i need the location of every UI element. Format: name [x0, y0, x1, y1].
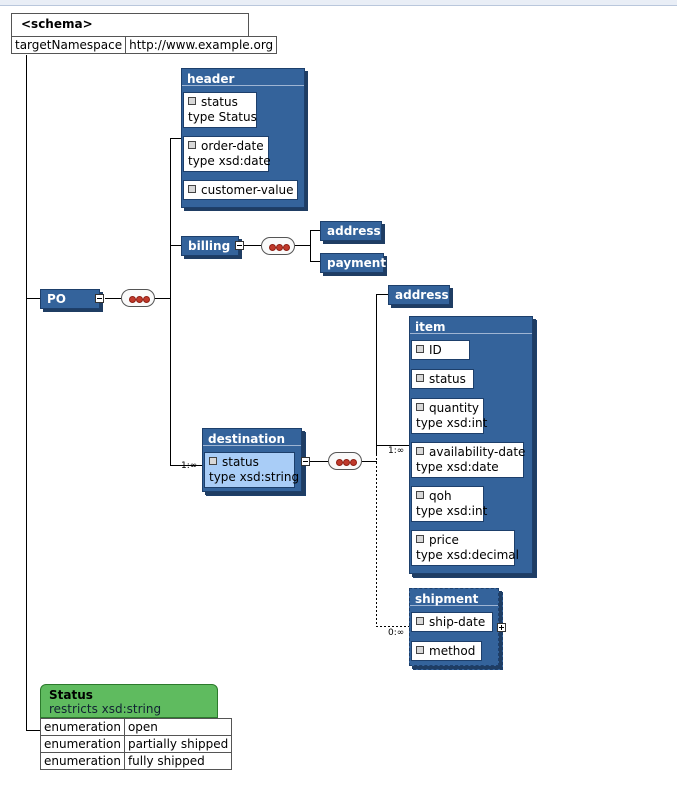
- destination-collapse-toggle[interactable]: [301, 457, 310, 466]
- element-billing-payment[interactable]: payment: [320, 253, 387, 273]
- item-field-qoh-name: qoh: [429, 489, 452, 503]
- po-collapse-toggle[interactable]: [95, 294, 104, 303]
- header-field-order-date-name: order-date: [201, 139, 264, 153]
- attribute-bullet-icon: [416, 646, 424, 654]
- header-field-order-date[interactable]: order-date type xsd:date: [183, 136, 271, 172]
- attribute-bullet-icon: [416, 345, 424, 353]
- enumeration-row: enumeration partially shipped: [40, 735, 233, 753]
- element-header-label: header: [182, 69, 304, 86]
- element-destination-address-label: address: [395, 288, 449, 302]
- item-field-quantity-name: quantity: [429, 401, 480, 415]
- header-field-customer-value-name: customer-value: [201, 183, 294, 197]
- enumeration-value: partially shipped: [123, 735, 233, 753]
- shipment-field-method-name: method: [429, 644, 476, 658]
- billing-sequence-compositor[interactable]: [261, 237, 295, 255]
- shipment-field-ship-date[interactable]: ship-date: [411, 612, 493, 632]
- shipment-field-ship-date-name: ship-date: [429, 615, 486, 629]
- schema-attr-value: http://www.example.org: [125, 36, 278, 54]
- element-billing-payment-label: payment: [327, 256, 387, 270]
- attribute-bullet-icon: [188, 185, 196, 193]
- enumeration-value: open: [123, 718, 233, 736]
- item-field-quantity-type: type xsd:int: [416, 416, 488, 430]
- attribute-bullet-icon: [188, 97, 196, 105]
- item-field-availability-date-type: type xsd:date: [416, 460, 499, 474]
- enumeration-value: fully shipped: [123, 752, 233, 770]
- attribute-bullet-icon: [416, 403, 424, 411]
- header-field-status[interactable]: status type Status: [183, 92, 257, 128]
- header-field-status-name: status: [201, 95, 238, 109]
- shipment-field-method[interactable]: method: [411, 641, 482, 661]
- item-field-availability-date-name: availability-date: [429, 445, 526, 459]
- destination-cardinality: 1:∞: [181, 461, 198, 471]
- enumeration-kind: enumeration: [40, 752, 125, 770]
- simple-type-status-title: Status: [49, 688, 93, 702]
- element-destination-address[interactable]: address: [388, 285, 450, 305]
- enumeration-kind: enumeration: [40, 735, 125, 753]
- enumeration-row: enumeration fully shipped: [40, 752, 233, 770]
- status-enumeration-table: enumeration open enumeration partially s…: [40, 718, 233, 770]
- enumeration-row: enumeration open: [40, 718, 233, 736]
- schema-attributes-table: targetNamespace http://www.example.org: [10, 36, 278, 54]
- element-destination-label: destination: [203, 429, 301, 446]
- item-field-availability-date[interactable]: availability-date type xsd:date: [411, 442, 526, 478]
- element-billing[interactable]: billing: [181, 236, 239, 256]
- header-field-order-date-type: type xsd:date: [188, 154, 271, 168]
- item-field-id-name: ID: [429, 343, 442, 357]
- destination-field-status-name: status: [222, 455, 259, 469]
- item-field-qoh[interactable]: qoh type xsd:int: [411, 486, 488, 522]
- element-po-label: PO: [47, 292, 66, 306]
- attribute-bullet-icon: [188, 141, 196, 149]
- simple-type-status-restricts: restricts xsd:string: [49, 702, 162, 716]
- ship-date-expand-toggle[interactable]: [497, 623, 506, 632]
- destination-field-status[interactable]: status type xsd:string: [204, 452, 299, 488]
- item-field-price-name: price: [429, 533, 459, 547]
- destination-sequence-compositor[interactable]: [328, 452, 362, 470]
- billing-collapse-toggle[interactable]: [235, 241, 244, 250]
- attribute-bullet-icon: [209, 457, 217, 465]
- enumeration-kind: enumeration: [40, 718, 125, 736]
- header-field-status-type: type Status: [188, 110, 257, 124]
- element-billing-label: billing: [188, 239, 231, 253]
- element-billing-address[interactable]: address: [320, 221, 382, 241]
- item-field-status[interactable]: status: [411, 369, 474, 389]
- shipment-cardinality: 0:∞: [388, 628, 405, 638]
- item-field-price[interactable]: price type xsd:decimal: [411, 530, 519, 566]
- schema-attr-name: targetNamespace: [10, 36, 127, 54]
- attribute-bullet-icon: [416, 447, 424, 455]
- attribute-bullet-icon: [416, 535, 424, 543]
- item-field-status-name: status: [429, 372, 466, 386]
- element-item-label: item: [410, 317, 532, 334]
- attribute-bullet-icon: [416, 617, 424, 625]
- item-field-qoh-type: type xsd:int: [416, 504, 488, 518]
- item-cardinality: 1:∞: [388, 446, 405, 456]
- simple-type-status[interactable]: Status restricts xsd:string: [40, 684, 218, 718]
- po-sequence-compositor[interactable]: [121, 289, 155, 307]
- item-field-price-type: type xsd:decimal: [416, 548, 519, 562]
- destination-field-status-type: type xsd:string: [209, 470, 300, 484]
- attribute-bullet-icon: [416, 491, 424, 499]
- attribute-bullet-icon: [416, 374, 424, 382]
- header-field-customer-value[interactable]: customer-value: [183, 180, 298, 200]
- item-field-quantity[interactable]: quantity type xsd:int: [411, 398, 488, 434]
- element-shipment-label: shipment: [410, 589, 498, 606]
- element-billing-address-label: address: [327, 224, 381, 238]
- item-field-id[interactable]: ID: [411, 340, 470, 360]
- window-top-strip: [0, 0, 677, 6]
- element-po[interactable]: PO: [40, 289, 100, 309]
- schema-root-title: <schema>: [11, 13, 249, 37]
